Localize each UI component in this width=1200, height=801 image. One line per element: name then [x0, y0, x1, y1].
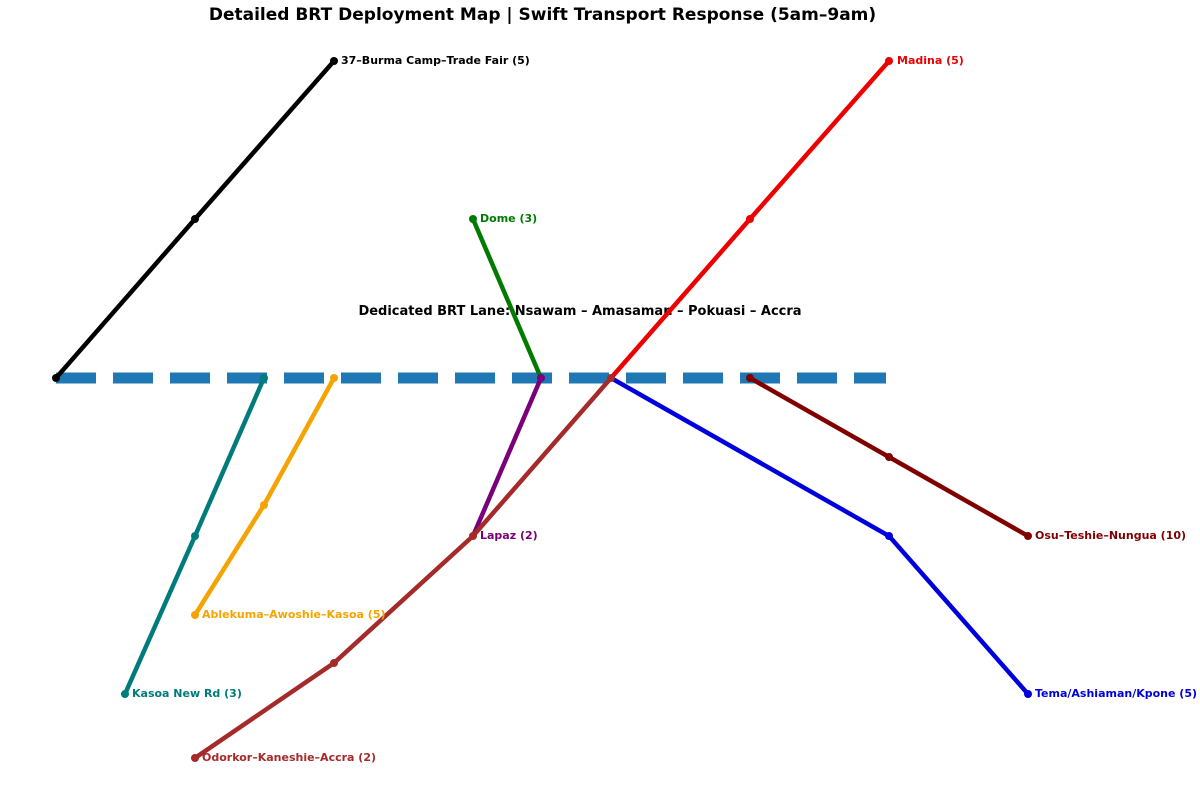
stop-marker — [260, 374, 268, 382]
stop-marker — [191, 611, 199, 619]
stop-marker — [1024, 690, 1032, 698]
stop-marker — [121, 690, 129, 698]
stop-marker — [330, 659, 338, 667]
route-label-tema: Tema/Ashiaman/Kpone (5) — [1035, 687, 1197, 700]
map-title: Detailed BRT Deployment Map | Swift Tran… — [208, 5, 877, 25]
route-lines — [54, 59, 1030, 760]
stop-marker — [885, 453, 893, 461]
stop-marker — [52, 374, 60, 382]
brt-lane-label: Dedicated BRT Lane: Nsawam – Amasaman – … — [358, 304, 801, 319]
stop-marker — [330, 57, 338, 65]
stop-marker — [191, 754, 199, 762]
route-label-burma-camp: 37–Burma Camp–Trade Fair (5) — [341, 54, 530, 67]
stop-marker — [885, 532, 893, 540]
route-label-madina: Madina (5) — [897, 54, 964, 67]
stop-marker — [260, 501, 268, 509]
stop-marker — [746, 215, 754, 223]
route-label-kasoa-new-rd: Kasoa New Rd (3) — [132, 687, 242, 700]
route-label-lapaz: Lapaz (2) — [480, 529, 538, 542]
route-labels: 37–Burma Camp–Trade Fair (5) Madina (5) … — [132, 54, 1197, 764]
stop-marker — [469, 215, 477, 223]
route-label-osu: Osu–Teshie–Nungua (10) — [1035, 529, 1186, 542]
stop-marker — [607, 374, 615, 382]
route-label-dome: Dome (3) — [480, 212, 537, 225]
stop-marker — [330, 374, 338, 382]
stop-marker — [1024, 532, 1032, 540]
route-line-tema — [609, 376, 1030, 696]
route-label-ablekuma: Ablekuma–Awoshie–Kasoa (5) — [202, 608, 386, 621]
stop-marker — [469, 532, 477, 540]
stop-marker — [537, 374, 545, 382]
route-label-odorkor: Odorkor–Kaneshie–Accra (2) — [202, 751, 376, 764]
stop-marker — [885, 57, 893, 65]
stop-marker — [191, 215, 199, 223]
route-line-ablekuma — [193, 376, 336, 617]
stop-marker — [746, 374, 754, 382]
stop-marker — [191, 532, 199, 540]
route-line-dome — [470, 218, 544, 379]
route-nodes — [52, 57, 1032, 762]
route-line-lapaz — [470, 377, 544, 537]
route-line-odorkor — [193, 376, 613, 760]
